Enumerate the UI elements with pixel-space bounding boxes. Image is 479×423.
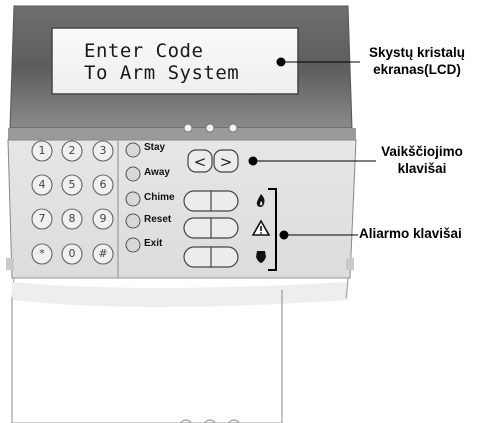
keypad-key-circle	[31, 140, 53, 162]
nav-left-key	[187, 149, 213, 173]
bottom-dots	[180, 419, 240, 423]
nav-right-glyph: >	[220, 153, 233, 171]
keypad-key-label: 7	[38, 212, 46, 225]
lcd-callout-line-2: ekranas(LCD)	[373, 62, 461, 77]
navigation-callout: Vaikščiojimo klavišai	[370, 143, 474, 177]
lcd-callout-line-1: Skystų kristalų	[368, 45, 466, 60]
fire-icon	[256, 194, 265, 207]
keypad-key-label: 3	[99, 144, 107, 157]
keypad-key-label: 2	[68, 144, 76, 157]
alarm-bracket	[268, 188, 277, 271]
keypad-key-circle	[61, 243, 83, 265]
keypad-key-circle	[92, 208, 114, 230]
lcd-screen	[51, 27, 299, 95]
navigation-callout-line-1: Vaikščiojimo	[381, 144, 463, 159]
keypad-key-circle	[92, 140, 114, 162]
keypad-key-circle	[92, 243, 114, 265]
side-tab-right	[346, 258, 354, 270]
navigation-keys: < >	[187, 149, 239, 173]
keypad-body	[7, 139, 357, 279]
exit-key-label: Exit	[144, 238, 163, 249]
keypad-key-label: 0	[68, 247, 76, 260]
lcd-line-1: Enter Code	[84, 40, 204, 62]
keypad-key-circle	[61, 174, 83, 196]
nav-right-key	[213, 149, 239, 173]
reset-key-label: Reset	[144, 214, 172, 225]
keypad-key-label: 4	[38, 178, 46, 191]
stay-key-label: Stay	[144, 142, 166, 153]
keypad-key-label: 9	[99, 212, 107, 225]
nav-left-glyph: <	[194, 153, 207, 171]
side-tab-left	[6, 258, 14, 270]
function-key-leds	[125, 142, 141, 253]
keypad-key-circle	[31, 243, 53, 265]
keypad-key-circle	[31, 208, 53, 230]
keypad-key-label: *	[39, 247, 45, 260]
keypad-key-circle	[61, 140, 83, 162]
keypad-key-label: 8	[68, 212, 76, 225]
keypad-key-circle	[61, 208, 83, 230]
keypad-key-label: 5	[68, 178, 76, 191]
keypad-key-label: 6	[99, 178, 107, 191]
away-key-label: Away	[144, 167, 170, 178]
numeric-keypad	[31, 140, 114, 265]
lcd-line-2: To Arm System	[84, 62, 240, 84]
keypad-key-label: 1	[38, 144, 46, 157]
alarm-callout: Aliarmo klavišai	[359, 226, 462, 241]
chime-key-label: Chime	[144, 192, 175, 203]
keypad-key-label: #	[98, 247, 108, 260]
keypad-key-circle	[92, 174, 114, 196]
lcd-callout: Skystų kristalų ekranas(LCD)	[355, 44, 479, 78]
navigation-callout-line-2: klavišai	[397, 161, 447, 176]
status-leds	[183, 123, 238, 133]
keypad-key-circle	[31, 174, 53, 196]
alarm-keys	[183, 190, 239, 268]
police-shield-icon	[256, 251, 266, 263]
cover-shading	[12, 282, 348, 307]
warning-triangle-icon	[251, 219, 271, 236]
housing-band	[8, 128, 356, 140]
callout-lines	[248, 57, 376, 240]
